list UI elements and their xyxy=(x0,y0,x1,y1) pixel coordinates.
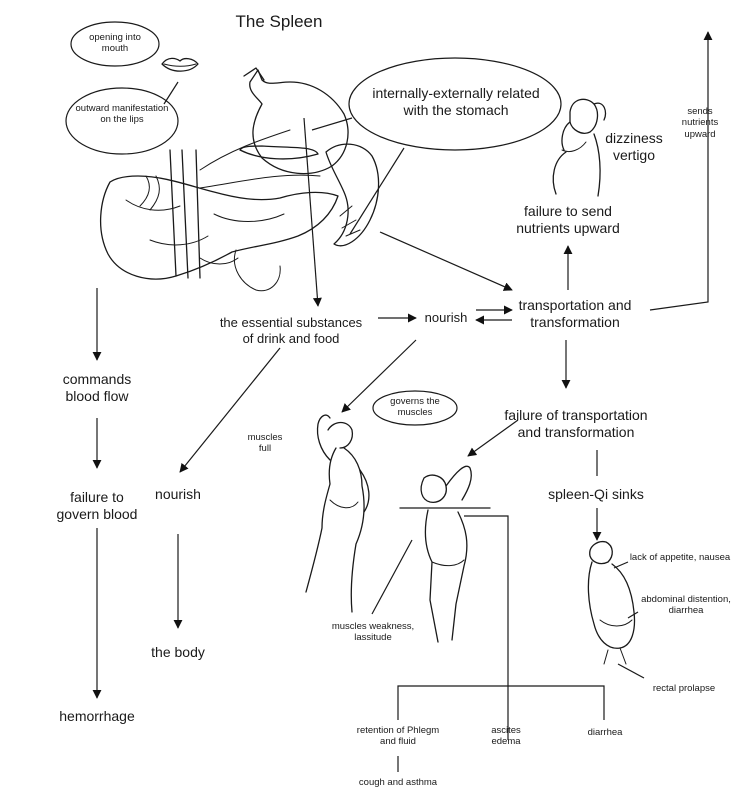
leader-weakness xyxy=(371,539,413,615)
bubble-lips xyxy=(65,87,179,155)
diarrhea-label: diarrhea xyxy=(587,727,623,738)
bubble-stomach-label: internally-externally related with the s… xyxy=(372,85,540,118)
connector-lips xyxy=(163,81,179,105)
commands-label: commands blood flow xyxy=(62,371,132,404)
bracket-bottom xyxy=(397,685,605,720)
hemorrhage-label: hemorrhage xyxy=(59,708,135,724)
leader-abdominal xyxy=(627,611,639,619)
bubble-governs-muscles-label: governs the muscles xyxy=(390,396,440,419)
leader-rectal xyxy=(617,663,645,679)
muscles-full-label: muscles full xyxy=(247,432,283,455)
muscular-man-illustration xyxy=(305,414,370,613)
ascites-label: ascites edema xyxy=(491,725,521,748)
abdominal-label: abdominal distention, diarrhea xyxy=(641,594,731,617)
bubble-stomach xyxy=(348,57,562,151)
leader-appetite xyxy=(613,561,629,569)
bubble-mouth-label: opening into mouth xyxy=(89,32,141,55)
cough-label: cough and asthma xyxy=(358,777,438,788)
phlegm-label: retention of Phlegm and fluid xyxy=(356,725,440,748)
appetite-label: lack of appetite, nausea xyxy=(629,552,731,563)
arrow-nourish-to-muscles xyxy=(341,339,417,413)
nourish-left-label: nourish xyxy=(155,486,201,502)
failure-transport-label: failure of transportation and transforma… xyxy=(504,407,648,440)
dizziness-label: dizziness vertigo xyxy=(605,130,663,163)
bubble-governs-muscles xyxy=(372,390,458,426)
arrow-organs-to-transport xyxy=(379,231,513,291)
nourish-middle-label: nourish xyxy=(424,310,468,325)
dizzy-woman-illustration xyxy=(552,98,607,197)
connector-stomach xyxy=(311,117,353,131)
bubble-lips-label: outward manifestation on the lips xyxy=(75,103,169,126)
failure-send-label: failure to send nutrients upward xyxy=(516,203,620,236)
connector-weak-to-ascites xyxy=(464,515,509,740)
connector-stomach-spleen xyxy=(349,147,405,235)
rectal-label: rectal prolapse xyxy=(652,683,716,694)
qi-sinks-label: spleen-Qi sinks xyxy=(548,486,644,502)
bubble-mouth xyxy=(70,21,160,67)
transport-label: transportation and transformation xyxy=(518,297,632,330)
failure-govern-label: failure to govern blood xyxy=(56,489,138,522)
seated-person-illustration xyxy=(587,540,636,665)
weak-man-illustration xyxy=(399,465,491,643)
essential-label: the essential substances of drink and fo… xyxy=(219,315,363,346)
arrow-essential-to-nourish-body xyxy=(179,347,281,473)
weakness-label: muscles weakness, lassitude xyxy=(331,621,415,644)
title: The Spleen xyxy=(235,12,323,31)
body-label: the body xyxy=(151,644,205,660)
arrow-transport-to-sends-up xyxy=(649,31,713,311)
arrow-stomach-to-essential xyxy=(303,117,322,307)
sends-up-label: sends nutrients upward xyxy=(681,106,719,140)
lips-icon xyxy=(161,57,199,72)
arrow-failure-to-weak-man xyxy=(467,419,519,457)
